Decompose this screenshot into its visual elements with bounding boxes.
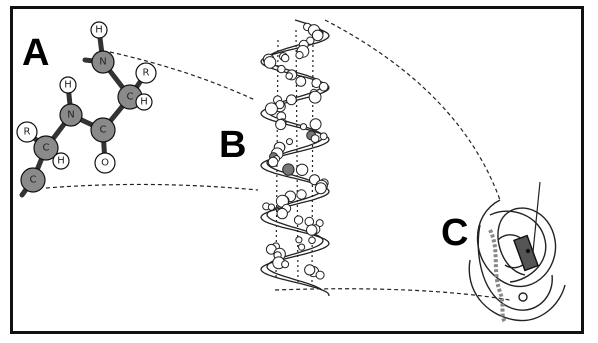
connector-b-c-top: [324, 19, 501, 201]
atom-n: [59, 103, 83, 127]
helix-atom: [267, 156, 279, 168]
helix-atom: [295, 51, 304, 60]
helix-atom: [295, 236, 303, 244]
helix-atom: [295, 163, 309, 177]
highlight-site: [513, 234, 539, 272]
helix-atom: [281, 53, 290, 63]
helix-b: [260, 19, 330, 296]
helix-atom: [285, 72, 294, 80]
helix-atom: [319, 132, 328, 141]
atom-o: [94, 152, 116, 174]
helix-atom: [315, 270, 325, 280]
panel-label-c: C: [441, 212, 469, 254]
helix-atom: [306, 224, 318, 236]
helix-atom: [310, 134, 320, 144]
helix-atom: [281, 260, 290, 269]
helix-atom: [311, 29, 324, 42]
atom-label: H: [140, 97, 148, 108]
helix-atom: [282, 163, 295, 176]
helix-atom: [298, 243, 306, 251]
helix-atom: [263, 56, 277, 69]
zoom-connectors: [45, 19, 511, 301]
helix-atom: [296, 189, 307, 200]
helix-atom: [308, 90, 322, 104]
molecule-a: H N R C H H N C R C H O C: [16, 21, 157, 198]
atom-r: [16, 121, 38, 143]
connector-a-b-top: [109, 51, 256, 101]
atom-c: [33, 135, 59, 161]
atom-label: H: [57, 156, 65, 167]
helix-atom: [314, 182, 327, 195]
connector-b-c-bottom: [274, 288, 511, 301]
atom-n: [91, 50, 115, 74]
atom-h: [59, 76, 77, 94]
helix-atom: [286, 94, 297, 106]
helix-atom: [264, 102, 278, 116]
atom-r: [135, 62, 157, 84]
atom-label: C: [127, 92, 134, 103]
atom-label: H: [95, 25, 103, 36]
helix-atom: [315, 219, 324, 228]
helix-atom: [318, 81, 329, 92]
atom-label: N: [67, 110, 74, 121]
helix-atom: [309, 118, 322, 131]
helix-atom: [304, 264, 316, 276]
atom-label: O: [101, 158, 109, 169]
helix-atom: [267, 203, 275, 211]
atom-c: [20, 167, 46, 193]
folded-protein-c: [468, 181, 566, 324]
panel-label-b: B: [219, 124, 247, 166]
helix-atom: [308, 236, 316, 245]
helix-atom: [277, 64, 286, 74]
atom-label: R: [143, 68, 150, 79]
atom-label: N: [99, 57, 106, 68]
helix-atom: [286, 138, 293, 146]
atom-label: C: [30, 175, 37, 186]
atom-label: C: [43, 143, 50, 154]
helix-atom: [276, 207, 288, 220]
atom-label: R: [24, 127, 31, 138]
panel-label-a: A: [22, 32, 50, 74]
helix-atom: [295, 76, 307, 87]
atom-h: [135, 93, 153, 111]
atom-label: C: [100, 125, 107, 136]
atom-h: [90, 21, 108, 39]
helix-atom: [275, 118, 287, 131]
atom-h: [52, 152, 70, 170]
helix-atom: [299, 123, 308, 131]
atom-c: [90, 117, 116, 143]
helix-atom: [293, 215, 304, 225]
atom-label: H: [64, 80, 72, 91]
connector-a-b-bottom: [45, 183, 259, 191]
